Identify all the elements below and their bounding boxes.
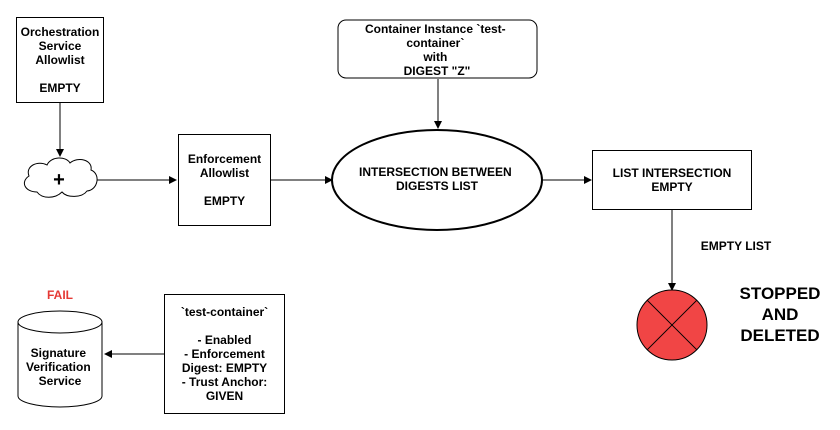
orchestration-line-2: Service (38, 39, 82, 53)
container-config-line-5: GIVEN (205, 389, 244, 403)
signature-service-label: Signature Verification Service (26, 346, 94, 388)
container-instance-line-2: container` (406, 36, 464, 50)
list-intersection-line-1: LIST INTERSECTION (612, 166, 732, 180)
container-instance-line-1: Container Instance `test- (365, 22, 506, 36)
orchestration-line-1: Orchestration (20, 25, 100, 39)
orchestration-allowlist-box: Orchestration Service Allowlist EMPTY (16, 17, 104, 103)
stopped-line-2: AND (761, 305, 799, 324)
container-instance-label: Container Instance `test- container` wit… (365, 22, 509, 78)
stopped-deleted-label: STOPPED AND DELETED (730, 283, 830, 346)
stop-indicator-cross-b (646, 299, 698, 351)
intersection-line-2: DIGESTS LIST (396, 179, 479, 193)
container-instance-line-4: DIGEST "Z" (404, 64, 471, 78)
enforcement-allowlist-box: Enforcement Allowlist EMPTY (178, 134, 271, 226)
cloud-shape (23, 157, 98, 198)
container-config-title: `test-container` (180, 305, 269, 319)
intersection-ellipse (331, 129, 543, 231)
fail-label: FAIL (47, 288, 73, 302)
signature-cylinder-body (17, 322, 103, 408)
signature-service-line-3: Service (39, 374, 82, 388)
container-instance-box (337, 19, 538, 79)
enforcement-status: EMPTY (203, 194, 246, 208)
list-intersection-line-2: EMPTY (651, 180, 693, 194)
container-instance-line-3: with (422, 50, 447, 64)
stopped-line-3: DELETED (740, 326, 820, 345)
orchestration-line-3: Allowlist (35, 53, 85, 67)
empty-list-label: EMPTY LIST (700, 239, 772, 253)
signature-service-line-2: Verification (26, 360, 91, 374)
container-config-line-4: - Trust Anchor: (181, 375, 268, 389)
container-config-line-3: Digest: EMPTY (181, 361, 268, 375)
container-config-box: `test-container` - Enabled - Enforcement… (164, 294, 285, 414)
cloud-plus-symbol: + (53, 169, 65, 191)
signature-service-line-1: Signature (31, 346, 87, 360)
container-config-line-2: - Enforcement (184, 347, 265, 361)
signature-cylinder-top (17, 310, 103, 334)
orchestration-status: EMPTY (39, 81, 81, 95)
container-config-line-1: - Enabled (197, 333, 252, 347)
intersection-label: INTERSECTION BETWEEN DIGESTS LIST (359, 165, 515, 193)
enforcement-line-1: Enforcement (187, 152, 262, 166)
list-intersection-box: LIST INTERSECTION EMPTY (592, 150, 752, 210)
stopped-line-1: STOPPED (739, 284, 821, 303)
enforcement-line-2: Allowlist (199, 166, 250, 180)
intersection-line-1: INTERSECTION BETWEEN (359, 165, 512, 179)
